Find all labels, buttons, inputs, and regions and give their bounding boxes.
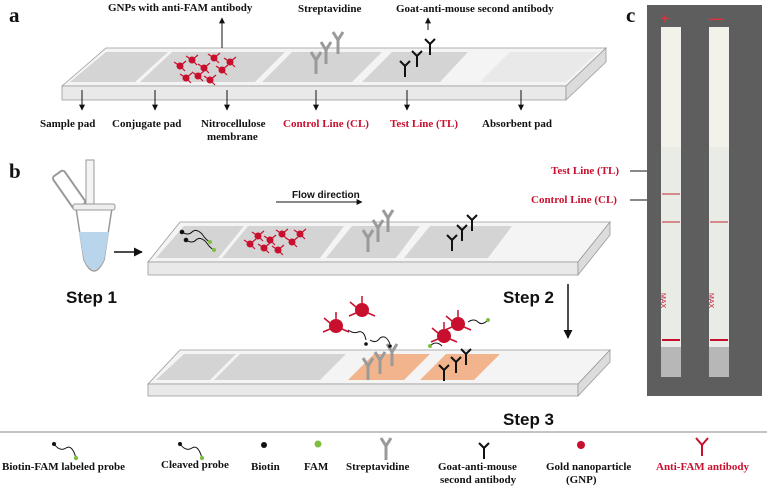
panel-label-a: a <box>9 3 20 27</box>
legend-label-gnp-2: (GNP) <box>566 474 597 486</box>
positive-strip: MAX <box>659 27 681 377</box>
gnps-label: GNPs with anti-FAM antibody <box>108 2 253 14</box>
positive-max-label: MAX <box>659 293 666 309</box>
goat-antibody-label: Goat-anti-mouse second antibody <box>396 3 554 15</box>
legend-label-biotin: Biotin <box>251 461 280 473</box>
anti-fam-antibody-icon <box>695 437 709 456</box>
photo-control-line-label: Control Line (CL) <box>531 194 617 206</box>
goat-antibody-icon <box>478 442 490 460</box>
positive-test-line <box>662 193 680 195</box>
gold-nanoparticle-icon <box>577 441 585 449</box>
conjugate-pad-area <box>140 52 285 82</box>
sample-tube <box>51 159 116 272</box>
test-zone <box>362 52 468 82</box>
negative-control-line <box>710 221 728 223</box>
photo-test-line-label: Test Line (TL) <box>551 165 620 177</box>
fam-icon <box>314 440 322 448</box>
step2-label: Step 2 <box>503 288 555 307</box>
absorbent-pad-area <box>480 52 598 82</box>
legend-label-cleaved-probe: Cleaved probe <box>161 459 229 471</box>
streptavidine-icon <box>379 436 393 462</box>
test-strip-photo: MAX MAX + — <box>647 5 762 396</box>
legend-icons <box>52 436 709 462</box>
legend-label-goat-1: Goat-anti-mouse <box>438 461 517 473</box>
control-zone <box>262 52 382 82</box>
conjugate-pad-label: Conjugate pad <box>112 118 182 130</box>
probes-step2 <box>179 229 216 252</box>
negative-strip: MAX <box>707 27 729 377</box>
positive-control-line <box>662 221 680 223</box>
legend-label-goat-2: second antibody <box>440 474 517 486</box>
flow-direction-label: Flow direction <box>292 190 360 201</box>
plus-sign: + <box>661 10 670 26</box>
step1-label: Step 1 <box>66 288 118 307</box>
control-line-label: Control Line (CL) <box>283 118 369 130</box>
absorbent-pad-label: Absorbent pad <box>482 118 552 130</box>
test-zone-reacted <box>420 354 500 380</box>
step3-complexes <box>322 295 490 382</box>
test-line-label: Test Line (TL) <box>390 118 459 130</box>
panel-label-b: b <box>9 159 21 183</box>
legend-label-streptavidine: Streptavidine <box>346 461 410 473</box>
minus-sign: — <box>709 10 723 26</box>
negative-max-label: MAX <box>707 293 714 309</box>
panel-a-strip <box>60 47 608 101</box>
biotin-fam-probe-icon <box>52 442 79 461</box>
cleaved-probe-icon <box>178 442 205 461</box>
biotin-icon <box>261 442 267 448</box>
panel-label-c: c <box>626 3 636 27</box>
sample-pad-area <box>70 52 168 82</box>
sample-pad-label: Sample pad <box>40 118 96 130</box>
step3-label: Step 3 <box>503 410 555 429</box>
nitrocellulose-label-1: Nitrocellulose <box>201 118 266 130</box>
legend-label-biotin-fam-probe: Biotin-FAM labeled probe <box>2 461 126 473</box>
legend-label-anti-fam: Anti-FAM antibody <box>656 461 749 473</box>
legend-label-gnp-1: Gold nanoparticle <box>546 461 632 473</box>
streptavidine-label: Streptavidine <box>298 3 362 15</box>
legend-label-fam: FAM <box>304 461 329 473</box>
nitrocellulose-label-2: membrane <box>207 131 258 143</box>
